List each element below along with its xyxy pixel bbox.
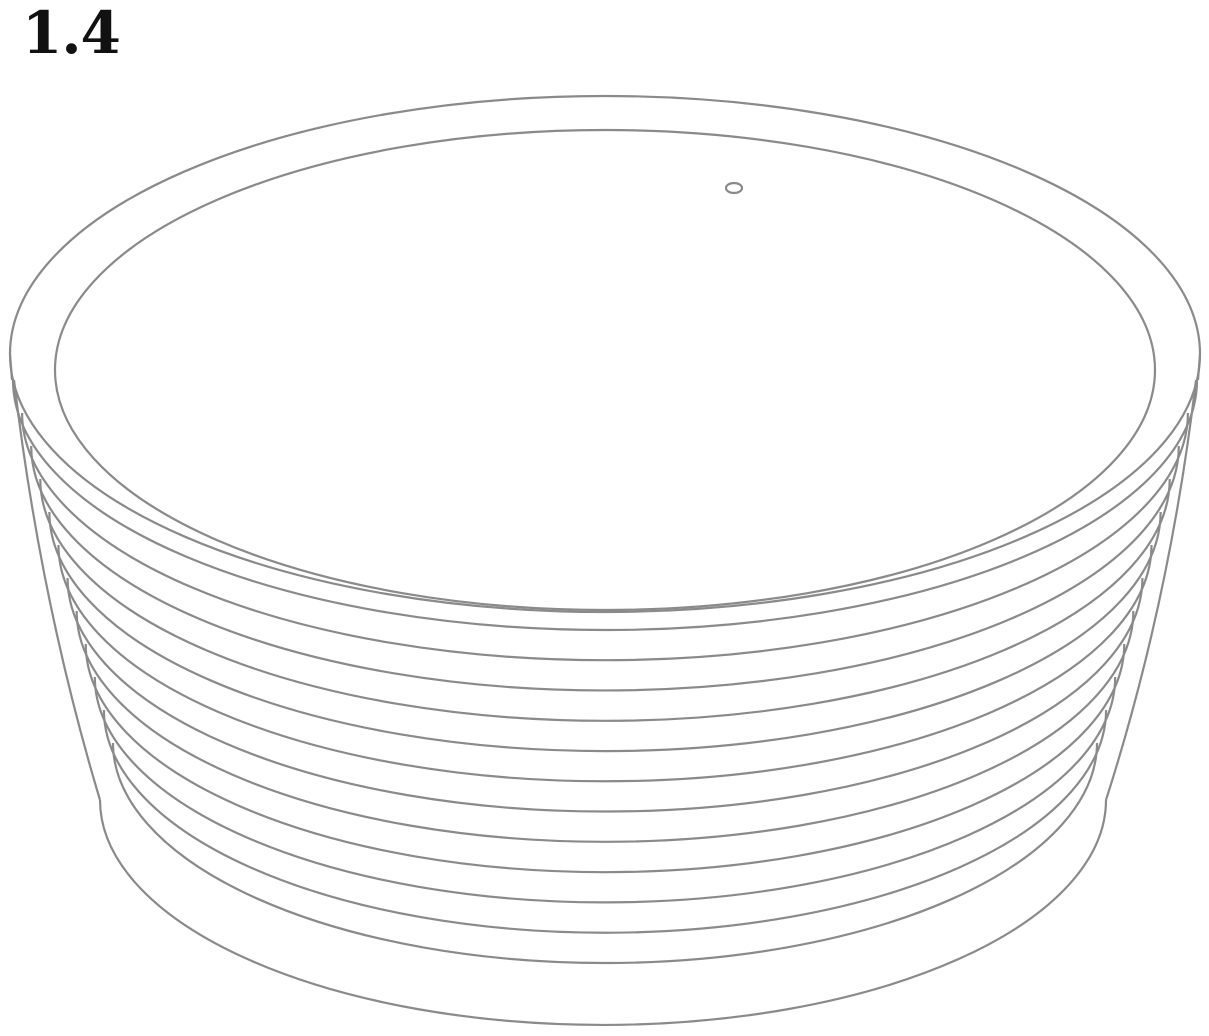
rib-2 bbox=[22, 413, 1188, 660]
rib-group bbox=[13, 380, 1197, 1025]
rib-12 bbox=[113, 743, 1097, 963]
rib-5 bbox=[49, 512, 1160, 751]
rib-3 bbox=[31, 446, 1179, 690]
vent-hole bbox=[726, 183, 742, 193]
body-side-right bbox=[1106, 380, 1196, 800]
inner-lid-edge bbox=[55, 130, 1155, 610]
rim-side-right bbox=[1198, 354, 1200, 380]
rim-side-left bbox=[10, 354, 12, 380]
base-edge bbox=[100, 800, 1106, 1025]
rib-9 bbox=[86, 644, 1125, 872]
rib-6 bbox=[58, 545, 1151, 781]
rib-11 bbox=[104, 710, 1106, 933]
rib-10 bbox=[95, 677, 1115, 902]
rib-4 bbox=[40, 479, 1169, 721]
rib-8 bbox=[77, 611, 1134, 842]
rib-1 bbox=[13, 380, 1197, 630]
outer-rim-edge bbox=[10, 96, 1200, 612]
container-body bbox=[10, 96, 1200, 1025]
